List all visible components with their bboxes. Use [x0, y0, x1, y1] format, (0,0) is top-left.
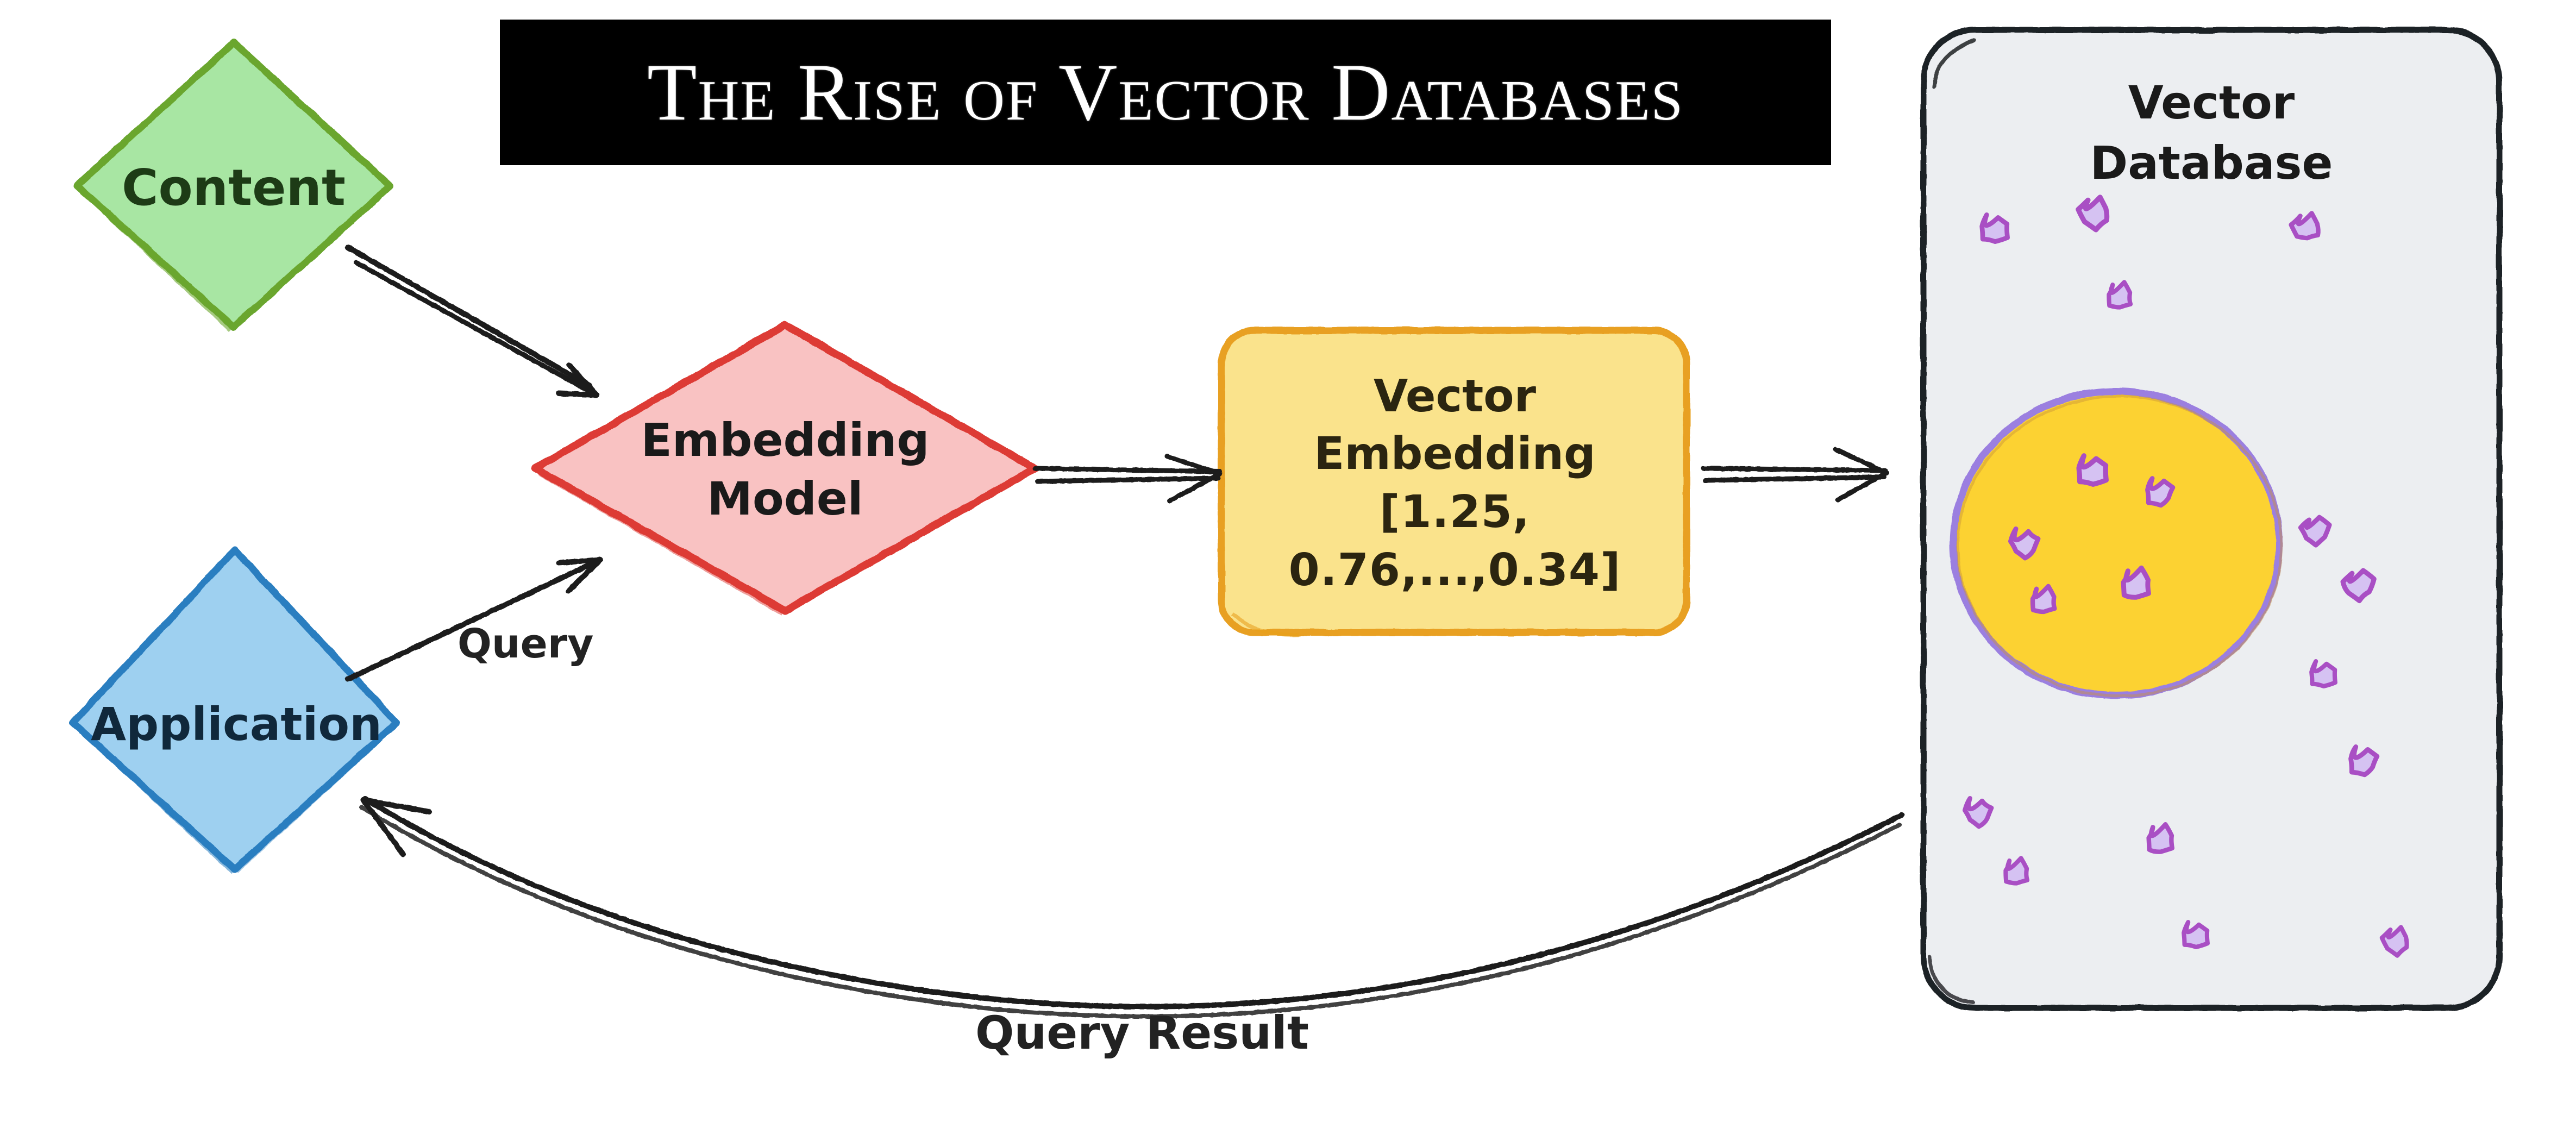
application-node-shape[interactable] — [69, 546, 400, 874]
vector-blob — [2030, 584, 2057, 615]
vector-blob — [2107, 280, 2133, 310]
vector-blob — [2379, 925, 2409, 958]
vector-blob — [2182, 920, 2210, 949]
vector-blob — [2348, 744, 2380, 778]
vector-blob — [1963, 796, 1994, 829]
edge-database-to-application — [360, 796, 1904, 1019]
edge-vector-embedding-to-database — [1701, 447, 1889, 503]
nearest-neighbour-cluster-shape[interactable] — [1950, 387, 2283, 699]
vector-blob — [2298, 515, 2332, 548]
page-title: The Rise of Vector Databases — [647, 47, 1684, 137]
edge-content-to-embedding-model — [345, 245, 599, 398]
vector-blob — [2076, 195, 2110, 233]
vector-blob — [2145, 476, 2176, 508]
title-banner: The Rise of Vector Databases — [500, 20, 1831, 165]
vector-embedding-node-shape[interactable] — [1218, 327, 1690, 637]
content-node-shape[interactable] — [73, 39, 394, 332]
edge-label-query: Query — [457, 621, 594, 667]
vector-blob-group — [1963, 195, 2409, 958]
edge-application-to-embedding-model — [345, 557, 603, 682]
edge-label-query-result: Query Result — [975, 1006, 1309, 1060]
vector-blob — [1979, 212, 2010, 244]
vector-blob — [2008, 526, 2041, 561]
vector-blob — [2146, 822, 2174, 854]
embedding-model-node-shape[interactable] — [531, 321, 1039, 616]
vector-blob — [2076, 453, 2109, 487]
vector-blob — [2003, 856, 2030, 886]
edge-embedding-model-to-vector-embedding — [1032, 454, 1223, 504]
vector-blob — [2340, 568, 2377, 604]
vector-blob — [2121, 565, 2151, 600]
vector-blob — [2309, 659, 2337, 688]
vector-blob — [2289, 211, 2321, 241]
